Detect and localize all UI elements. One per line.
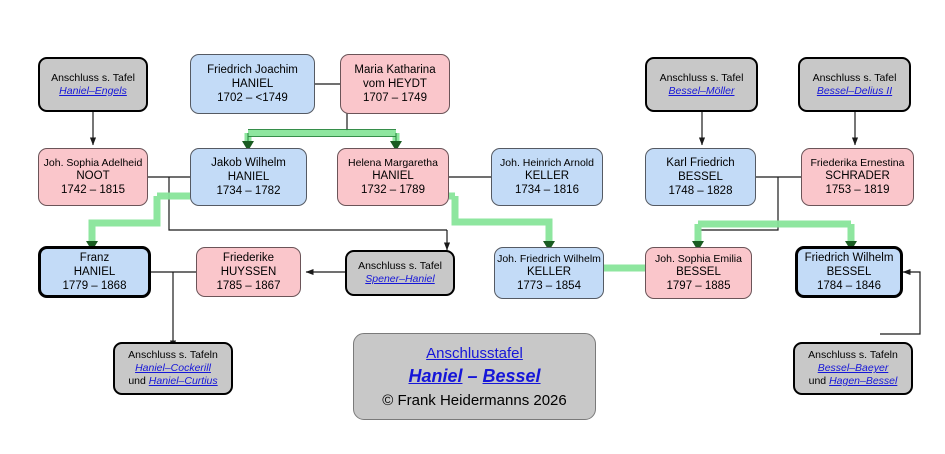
- node-line: HANIEL: [227, 170, 270, 183]
- node-ref-haniel-engels[interactable]: Anschluss s. Tafel Haniel–Engels: [38, 57, 148, 112]
- node-line: NOOT: [76, 170, 110, 183]
- node-line: 1753 – 1819: [825, 184, 890, 197]
- node-ref-bessel-moeller[interactable]: Anschluss s. Tafel Bessel–Möller: [645, 57, 758, 112]
- node-jakob-wilhelm-haniel[interactable]: Jakob Wilhelm HANIEL 1734 – 1782: [190, 148, 307, 206]
- node-line: 1734 – 1782: [216, 185, 281, 197]
- node-friedrich-joachim-haniel[interactable]: Friedrich Joachim HANIEL 1702 – <1749: [190, 54, 315, 114]
- node-line: Karl Friedrich: [666, 156, 735, 169]
- node-joh-sophia-emilia-bessel[interactable]: Joh. Sophia Emilia BESSEL 1797 – 1885: [645, 247, 752, 299]
- title-line-1[interactable]: Anschlusstafel: [426, 344, 523, 362]
- node-friederika-ernestina-schrader[interactable]: Friederika Ernestina SCHRADER 1753 – 181…: [801, 148, 914, 206]
- node-line: Helena Margaretha: [348, 156, 438, 169]
- node-maria-katharina-vom-heydt[interactable]: Maria Katharina vom HEYDT 1707 – 1749: [340, 54, 450, 114]
- node-helena-margaretha-haniel[interactable]: Helena Margaretha HANIEL 1732 – 1789: [337, 148, 449, 206]
- node-line: KELLER: [524, 170, 570, 183]
- node-line: 1734 – 1816: [515, 184, 579, 197]
- node-line: 1702 – <1749: [217, 92, 288, 104]
- node-link[interactable]: Haniel–Cockerill: [135, 362, 211, 375]
- node-line: Anschluss s. Tafel: [812, 71, 897, 84]
- node-line: BESSEL: [826, 265, 872, 278]
- node-line: vom HEYDT: [363, 77, 427, 90]
- node-line: BESSEL: [678, 170, 723, 183]
- node-line: Friedrich Wilhelm: [804, 251, 894, 264]
- node-line: 1784 – 1846: [817, 280, 881, 292]
- node-line: HANIEL: [372, 170, 414, 183]
- title-name-left[interactable]: Haniel: [408, 365, 463, 386]
- node-karl-friedrich-bessel[interactable]: Karl Friedrich BESSEL 1748 – 1828: [645, 148, 756, 206]
- node-line: Maria Katharina: [354, 63, 436, 76]
- node-line: Anschluss s. Tafeln: [808, 349, 898, 362]
- node-joh-heinrich-arnold-keller[interactable]: Joh. Heinrich Arnold KELLER 1734 – 1816: [491, 148, 603, 206]
- node-line: Joh. Heinrich Arnold: [500, 156, 594, 169]
- node-link[interactable]: Spener–Haniel: [365, 273, 435, 285]
- title-name-right[interactable]: Bessel: [482, 365, 541, 386]
- node-link[interactable]: Bessel–Delius II: [816, 84, 893, 97]
- node-line: 1773 – 1854: [517, 280, 581, 293]
- title-dash: –: [462, 365, 483, 386]
- node-line: 1748 – 1828: [668, 185, 733, 197]
- node-franz-haniel[interactable]: Franz HANIEL 1779 – 1868: [38, 246, 151, 298]
- node-link[interactable]: Bessel–Baeyer: [817, 362, 889, 375]
- node-line: 1732 – 1789: [361, 184, 425, 197]
- node-line: Anschluss s. Tafeln: [128, 349, 218, 362]
- node-joh-sophia-adelheid-noot[interactable]: Joh. Sophia Adelheid NOOT 1742 – 1815: [38, 148, 148, 206]
- title-card: Anschlusstafel Haniel – Bessel © Frank H…: [353, 333, 596, 420]
- title-line-2: Haniel – Bessel: [408, 366, 540, 387]
- edge-descent-bessel-children: [700, 177, 779, 231]
- node-line: Anschluss s. Tafel: [659, 71, 744, 84]
- hl-to-jfwkeller: [451, 196, 553, 245]
- node-line: Joh. Sophia Emilia: [655, 252, 742, 265]
- node-link[interactable]: Haniel–Engels: [59, 84, 127, 97]
- node-line: Franz: [79, 251, 110, 264]
- node-line: Friederike: [222, 251, 275, 264]
- node-line: 1785 – 1867: [216, 280, 281, 292]
- node-friederike-huyssen[interactable]: Friederike HUYSSEN 1785 – 1867: [196, 247, 301, 297]
- hl-to-franz: [88, 196, 161, 245]
- node-line: 1707 – 1749: [363, 92, 427, 104]
- node-line-mixed: und Hagen–Bessel: [808, 374, 898, 387]
- node-line: Anschluss s. Tafel: [51, 71, 135, 84]
- node-line: SCHRADER: [825, 170, 890, 183]
- node-joh-friedrich-wilhelm-keller[interactable]: Joh. Friedrich Wilhelm KELLER 1773 – 185…: [494, 247, 604, 299]
- node-ref-bessel-delius-ii[interactable]: Anschluss s. Tafel Bessel–Delius II: [798, 57, 911, 112]
- node-line: Joh. Sophia Adelheid: [43, 156, 143, 169]
- node-ref-bessel-baeyer-hagen[interactable]: Anschluss s. Tafeln Bessel–Baeyer und Ha…: [793, 342, 913, 395]
- node-line: 1742 – 1815: [61, 184, 125, 197]
- edge-baeyer-to-fwbessel: [880, 268, 921, 335]
- node-line: Friederika Ernestina: [810, 156, 905, 169]
- node-link[interactable]: Bessel–Möller: [668, 84, 735, 97]
- node-line-mixed: und Haniel–Curtius: [128, 374, 218, 387]
- node-line: 1797 – 1885: [666, 280, 731, 293]
- node-line: KELLER: [526, 266, 572, 279]
- node-ref-spener-haniel[interactable]: Anschluss s. Tafel Spener–Haniel: [345, 250, 455, 296]
- node-line: BESSEL: [676, 266, 721, 279]
- copyright-line: © Frank Heidermanns 2026: [382, 391, 567, 409]
- node-ref-haniel-cockerill-curtius[interactable]: Anschluss s. Tafeln Haniel–Cockerill und…: [113, 342, 233, 395]
- node-line: Anschluss s. Tafel: [358, 260, 442, 273]
- node-line: Jakob Wilhelm: [211, 156, 286, 169]
- node-link[interactable]: Haniel–Curtius: [148, 374, 218, 387]
- node-line: HUYSSEN: [220, 265, 277, 278]
- node-line: Joh. Friedrich Wilhelm: [497, 252, 601, 265]
- node-line: HANIEL: [231, 77, 274, 90]
- node-line: 1779 – 1868: [62, 280, 127, 292]
- node-friedrich-wilhelm-bessel[interactable]: Friedrich Wilhelm BESSEL 1784 – 1846: [795, 246, 903, 298]
- node-line: HANIEL: [73, 265, 116, 278]
- node-line: Friedrich Joachim: [207, 63, 298, 76]
- node-link[interactable]: Hagen–Bessel: [829, 374, 898, 387]
